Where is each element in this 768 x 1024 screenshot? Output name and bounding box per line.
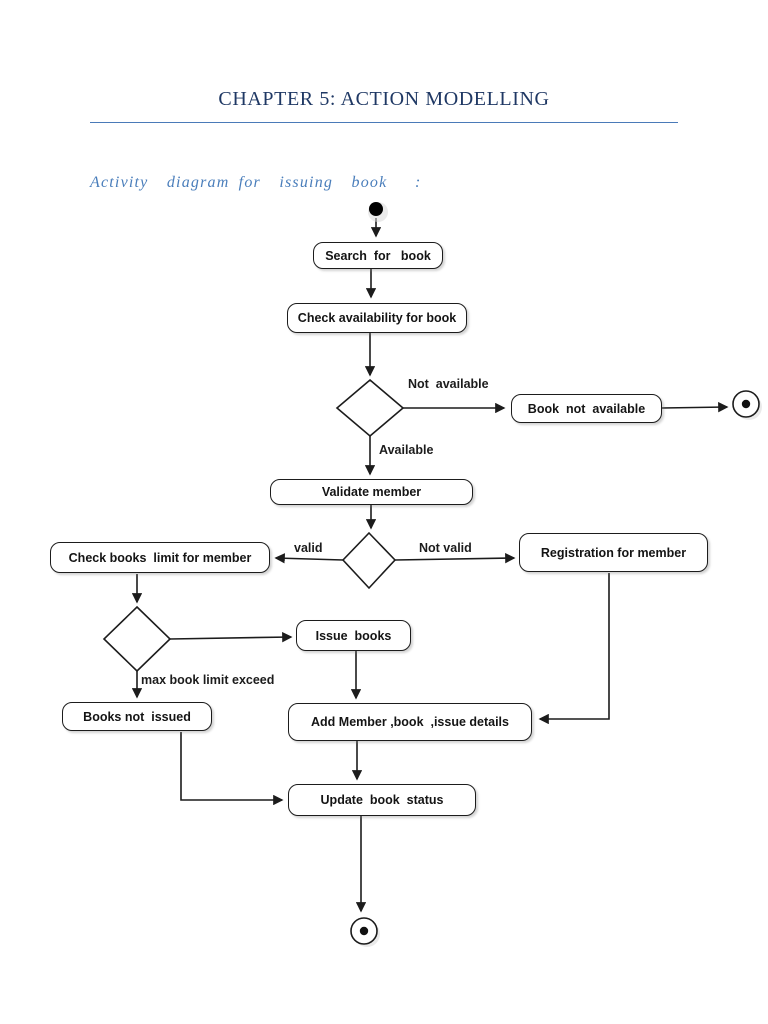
edge-to-issue-books [169,631,293,643]
section-heading: Activity diagram for issuing book : [90,174,422,191]
edge-to-final1 [661,401,729,413]
decision-limit-diamond [102,605,172,673]
page-title: CHAPTER 5: ACTION MODELLING [218,88,550,110]
activity-add-member-book-issue-details: Add Member ,book ,issue details [288,703,532,741]
decision-availability-diamond [335,378,405,438]
edge-label-not-valid: Not valid [419,541,472,555]
decision-valid-diamond [341,531,397,590]
activity-issue-books: Issue books [296,620,411,651]
title-underline [90,122,678,123]
activity-registration-for-member: Registration for member [519,533,708,572]
activity-validate-member: Validate member [270,479,473,505]
edge-notvalid [394,552,516,564]
activity-update-book-status: Update book status [288,784,476,816]
diagram-edges [131,218,729,913]
final-node-2-dot [359,926,369,936]
edge-label-valid: valid [294,541,323,555]
activity-check-availability: Check availability for book [287,303,467,333]
final-node-1-dot [741,399,751,409]
activity-books-not-issued: Books not issued [62,702,212,731]
start-node-icon [369,202,383,216]
edge-notissued-to-update [180,732,284,806]
activity-check-books-limit: Check books limit for member [50,542,270,573]
activity-search-for-book: Search for book [313,242,443,269]
edge-valid [274,553,344,564]
edge-label-not-available: Not available [408,377,489,391]
edge-registration-to-add [538,573,610,725]
activity-book-not-available: Book not available [511,394,662,423]
edge-label-max-limit: max book limit exceed [141,673,275,687]
edge-label-available: Available [379,443,434,457]
